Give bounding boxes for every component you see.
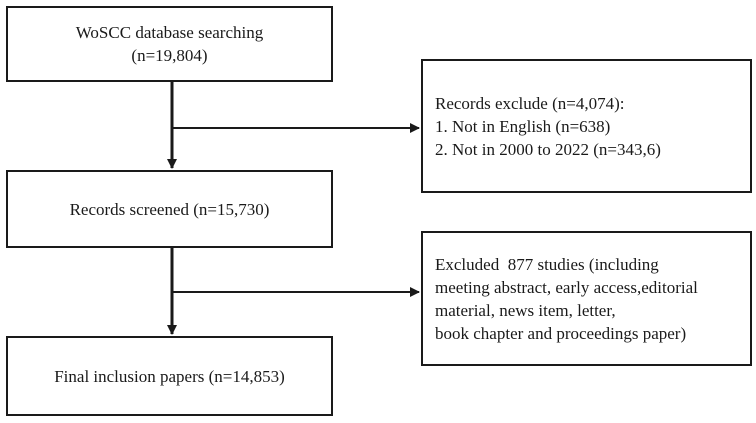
exclude-records-item-2: 2. Not in 2000 to 2022 (n=343,6) <box>435 139 661 159</box>
final-inclusion-box: Final inclusion papers (n=14,853) <box>6 336 333 416</box>
excluded-studies-line-2: meeting abstract, early access,editorial <box>435 277 698 297</box>
excluded-studies-line-1: Excluded 877 studies (including <box>435 254 659 274</box>
search-box: WoSCC database searching (n=19,804) <box>6 6 333 82</box>
excluded-studies-line-4: book chapter and proceedings paper) <box>435 323 687 343</box>
excluded-studies-line-3: material, news item, letter, <box>435 300 616 320</box>
search-box-count: (n=19,804) <box>131 46 208 65</box>
screened-box-text: Records screened (n=15,730) <box>69 199 270 219</box>
search-box-title: WoSCC database searching <box>75 23 264 42</box>
exclude-records-item-1: 1. Not in English (n=638) <box>435 116 611 136</box>
final-inclusion-text: Final inclusion papers (n=14,853) <box>54 366 285 386</box>
exclude-records-box: Records exclude (n=4,074): 1. Not in Eng… <box>421 59 752 193</box>
exclude-records-title: Records exclude (n=4,074): <box>435 93 625 113</box>
screened-box: Records screened (n=15,730) <box>6 170 333 248</box>
excluded-studies-box: Excluded 877 studies (including meeting … <box>421 231 752 366</box>
